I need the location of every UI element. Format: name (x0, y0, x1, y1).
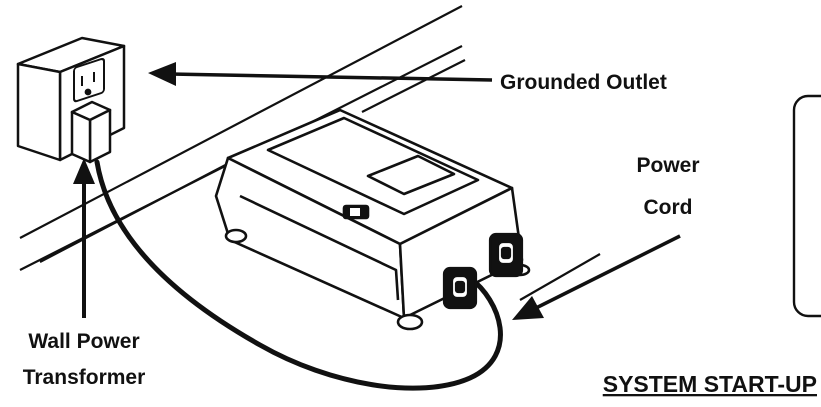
arrow-wall-transformer (73, 158, 95, 318)
label-wall-transformer-line2: Transformer (23, 366, 146, 389)
cord-connector-left (442, 266, 478, 310)
counter-edge-lines (19, 5, 601, 301)
label-power-cord-line2: Cord (644, 196, 693, 219)
control-unit (214, 108, 531, 331)
label-power-cord-line1: Power (636, 154, 699, 177)
label-grounded-outlet: Grounded Outlet (500, 71, 667, 94)
callout-box (792, 94, 821, 318)
arrow-grounded-outlet (148, 62, 493, 86)
arrow-power-cord (512, 234, 681, 320)
wall-transformer-icon (70, 100, 112, 164)
cord-connector-right (488, 232, 524, 278)
section-heading: SYSTEM START-UP (603, 371, 817, 397)
power-cord (94, 159, 503, 391)
grounded-outlet-icon (73, 57, 105, 103)
label-wall-transformer-line1: Wall Power (28, 330, 139, 353)
